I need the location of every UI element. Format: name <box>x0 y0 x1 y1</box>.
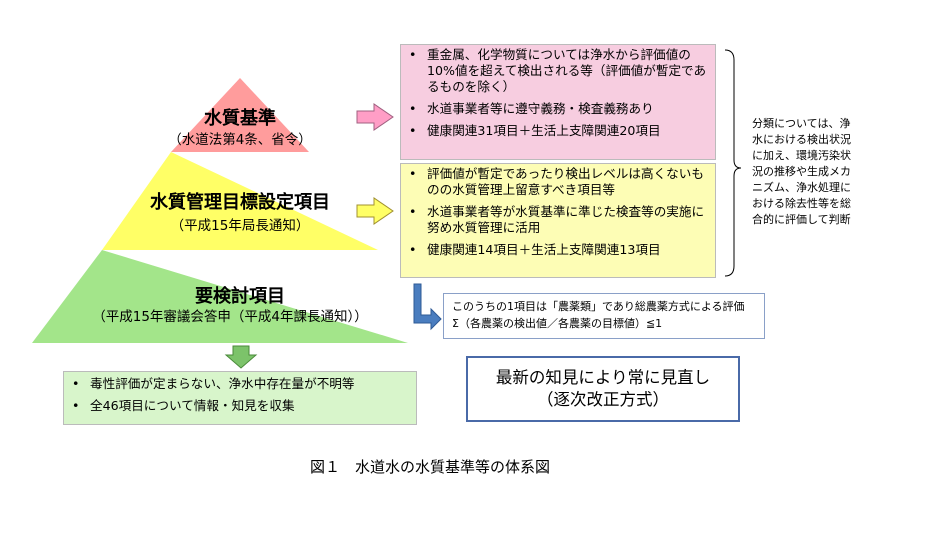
side-note-line: 合的に評価して判断 <box>752 213 851 226</box>
targets-item: 水道事業者等が水質基準に準じた検査等の実施に努め水質管理に活用 <box>401 204 715 236</box>
pyramid-bottom-tier <box>32 250 408 343</box>
pesticide-note-box: このうちの1項目は「農薬類」であり総農薬方式による評価 Σ（各農薬の検出値／各農… <box>443 293 765 339</box>
standards-detail-box: 重金属、化学物質については浄水から評価値の10%値を超えて検出される等（評価値が… <box>400 44 716 160</box>
side-note-line: おける除去性等を総 <box>752 197 851 210</box>
review-policy-box: 最新の知見により常に見直し （逐次改正方式） <box>466 356 740 422</box>
side-note-line: 分類については、浄 <box>752 117 851 130</box>
blue-bent-arrow-icon <box>413 283 442 331</box>
targets-item: 評価値が暫定であったり検出レベルは高くないものの水質管理上留意すべき項目等 <box>401 166 715 198</box>
side-note-line: ニズム、浄水処理に <box>752 181 851 194</box>
pink-arrow-icon <box>356 103 394 131</box>
tier-pending-subtitle: （平成15年審議会答申（平成4年課長通知）） <box>92 309 368 325</box>
targets-detail-box: 評価値が暫定であったり検出レベルは高くないものの水質管理上留意すべき項目等 水道… <box>400 163 716 278</box>
tier-targets-title: 水質管理目標設定項目 <box>150 192 330 213</box>
green-down-arrow-icon <box>224 345 258 369</box>
review-policy-line: 最新の知見により常に見直し <box>495 368 711 387</box>
pending-item: 毒性評価が定まらない、浄水中存在量が不明等 <box>64 376 416 392</box>
review-policy-subline: （逐次改正方式） <box>537 390 669 409</box>
standards-item: 水道事業者等に遵守義務・検査義務あり <box>401 101 715 117</box>
tier-pending-title: 要検討項目 <box>195 286 285 307</box>
pyramid-top-tier <box>171 78 309 152</box>
side-note-line: 水における検出状況 <box>752 133 851 146</box>
right-brace-icon <box>724 49 742 277</box>
pyramid-middle-tier <box>102 152 378 250</box>
tier-targets-subtitle: （平成15年局長通知） <box>170 218 310 234</box>
standards-item: 健康関連31項目＋生活上支障関連20項目 <box>401 123 715 139</box>
side-note-line: に加え、環境汚染状 <box>752 149 851 162</box>
targets-item: 健康関連14項目＋生活上支障関連13項目 <box>401 242 715 258</box>
side-note: 分類については、浄 水における検出状況 に加え、環境汚染状 況の推移や生成メカ … <box>752 116 872 228</box>
pending-item: 全46項目について情報・知見を収集 <box>64 398 416 414</box>
figure-caption: 図１ 水道水の水質基準等の体系図 <box>310 458 551 476</box>
tier-standards-title: 水質基準 <box>204 108 276 129</box>
tier-standards-subtitle: （水道法第4条、省令） <box>168 132 312 148</box>
standards-item: 重金属、化学物質については浄水から評価値の10%値を超えて検出される等（評価値が… <box>401 47 715 95</box>
yellow-arrow-icon <box>356 197 394 225</box>
pesticide-note-line: このうちの1項目は「農薬類」であり総農薬方式による評価 <box>452 300 745 313</box>
side-note-line: 況の推移や生成メカ <box>752 165 851 178</box>
pending-detail-box: 毒性評価が定まらない、浄水中存在量が不明等 全46項目について情報・知見を収集 <box>63 371 417 425</box>
pesticide-note-formula: Σ（各農薬の検出値／各農薬の目標値）≦1 <box>452 317 663 330</box>
